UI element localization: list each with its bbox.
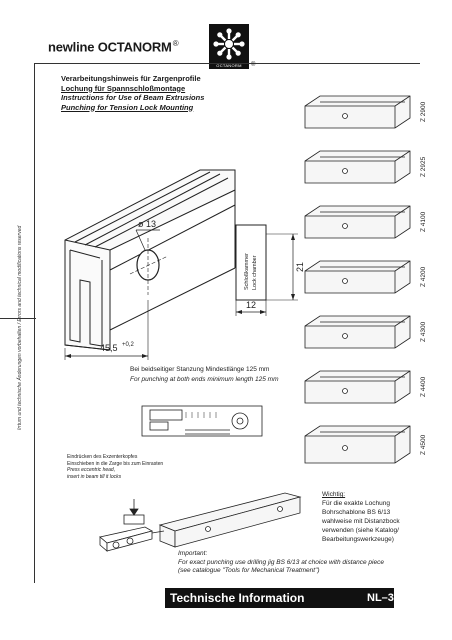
footer-title: Technische Information [170,591,305,605]
footer-bar [165,588,394,608]
wichtig-title: Wichtig: [322,491,346,498]
important-title: Important: [178,550,208,557]
heading-line-2: Lochung für Spannschloßmontage [61,83,186,93]
profile-code-1: Z 2900 [420,101,427,122]
logo-caption: OCTANORM [209,63,249,69]
tension-lock-drawing [141,405,263,437]
heading-line-4: Punching for Tension Lock Mounting [61,102,194,112]
profile-code-6: Z 4400 [420,376,427,397]
assembly-note-line-1: Eindrücken des Exzenterkopfes [67,454,138,460]
frame-left-rule [34,63,35,583]
assembly-note-line-4: insert in beam till it locks [67,473,122,480]
punch-note-en: For punching at both ends minimum length… [130,376,279,383]
dim-width: 12 [246,300,256,310]
logo-reg: ® [251,62,256,68]
brand-prefix: newline [48,39,95,55]
side-marker-line [0,318,36,319]
dim-diameter: ø 13 [138,219,156,229]
wichtig-note: Wichtig: Für die exakte Lochung Bohrscha… [322,490,400,544]
wichtig-line-3: wahlweise mit Distanzbock [322,518,400,525]
octanorm-logo-icon [213,28,245,60]
wichtig-line-5: Bearbeitungswerkzeuge) [322,536,394,543]
brand-name: OCTANORM [97,39,172,55]
profile-column [304,95,411,464]
profile-code-5: Z 4300 [420,321,427,342]
assembly-note-line-3: Press eccentric head, [67,467,116,473]
assembly-note-line-2: Einschieben in die Zarge bis zum Einrast… [67,460,164,467]
wichtig-line-4: verwenden (siehe Katalog/ [322,527,399,534]
dim-length: 45,5 [100,343,118,353]
important-line-2: (see catalogue "Tools for Mechanical Tre… [178,567,320,574]
profile-code-7: Z 4500 [420,434,427,455]
page-number: NL–34 [367,592,401,604]
brand-reg: ® [172,39,179,48]
profile-code-3: Z 4100 [420,211,427,232]
lock-chamber-label-de: Schloßkammer [244,253,250,290]
octanorm-logo [209,24,249,64]
assembly-note: Eindrücken des Exzenterkopfes Einschiebe… [67,454,163,480]
punch-note-de: Bei beidseitiger Stanzung Mindestlänge 1… [130,366,270,373]
lock-chamber-label-en: Lock chamber [252,255,258,290]
brand-title: newline OCTANORM® [48,39,179,55]
dim-height: 21 [295,262,305,272]
frame-top-rule [34,63,420,64]
important-line-1: For exact punching use drilling jig BS 6… [178,558,384,566]
wichtig-line-2: Bohrschablone BS 6/13 [322,509,391,516]
profile-code-2: Z 2925 [420,156,427,177]
important-note: Important: For exact punching use drilli… [178,550,384,576]
dim-tolerance: +0,2 [122,342,135,348]
instruction-heading: Verarbeitungshinweis für Zargenprofile L… [61,74,204,112]
heading-line-3: Instructions for Use of Beam Extrusions [61,93,205,102]
heading-line-1: Verarbeitungshinweis für Zargenprofile [61,74,201,83]
beam-punching-drawing: ø 13 45,5 +0,2 Schloßkammer Lock chamber… [64,169,305,360]
profile-code-4: Z 4200 [420,266,427,287]
assembly-drawing [99,492,302,552]
punch-note: Bei beidseitiger Stanzung Mindestlänge 1… [130,365,279,385]
wichtig-line-1: Für die exakte Lochung [322,500,390,507]
side-disclaimer: Irrtum und technische Änderungen vorbeha… [17,225,23,430]
